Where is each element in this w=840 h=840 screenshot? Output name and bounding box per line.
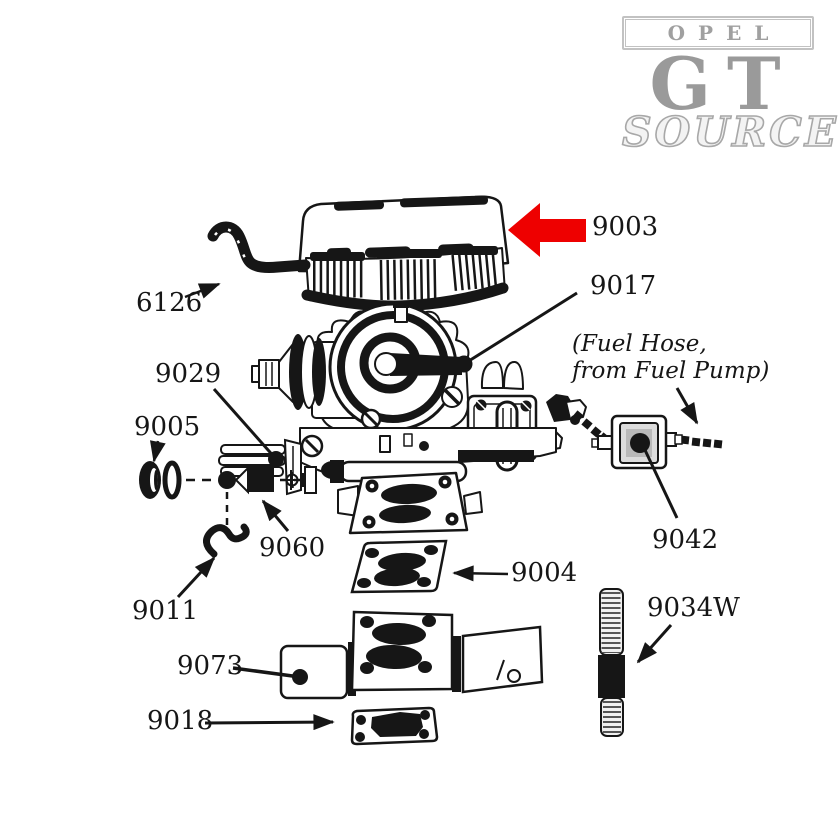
part-label-9034w: 9034W	[647, 593, 740, 623]
part-label-9073: 9073	[177, 651, 244, 681]
cutoff-valve-9060-drawing	[186, 465, 317, 530]
part-label-9017: 9017	[590, 271, 657, 301]
part-label-9005: 9005	[134, 412, 201, 442]
part-label-9060: 9060	[259, 533, 326, 563]
air-cleaner-drawing	[297, 195, 510, 312]
part-label-9004: 9004	[511, 558, 578, 588]
opel-badge-text: OPEL	[625, 19, 811, 47]
stud-9034w-drawing	[598, 588, 625, 737]
insulator-9073-drawing	[279, 610, 544, 700]
logo-gt-text: GT	[649, 41, 797, 126]
gasket-9018-drawing	[350, 706, 439, 746]
carburetor-drawing	[251, 302, 587, 535]
part-label-9018: 9018	[147, 706, 214, 736]
fuel-hose-note-line2: from Fuel Pump)	[572, 358, 770, 384]
logo-source-text: SOURCE	[621, 108, 840, 156]
fuel-filter-9042-drawing	[572, 410, 723, 470]
hose-6126-drawing	[207, 221, 311, 273]
part-label-9042: 9042	[652, 525, 719, 555]
callout-leader-lines	[149, 282, 699, 731]
gasket-9004-drawing	[350, 539, 448, 594]
fuel-hose-note-line1: (Fuel Hose,	[572, 331, 707, 357]
opel-badge: OPEL	[622, 16, 814, 50]
part-label-6126: 6126	[136, 288, 203, 318]
fuel-hose-note: (Fuel Hose, from Fuel Pump)	[572, 331, 769, 385]
grommet-9005-drawing	[139, 460, 182, 500]
part-label-9011: 9011	[132, 596, 199, 626]
part-label-9003: 9003	[592, 212, 659, 242]
opel-gt-source-logo: OPEL GT SOURCE	[621, 16, 840, 156]
red-highlight-arrow	[508, 203, 586, 257]
part-label-9029: 9029	[155, 359, 222, 389]
clip-9011-drawing	[203, 523, 250, 558]
